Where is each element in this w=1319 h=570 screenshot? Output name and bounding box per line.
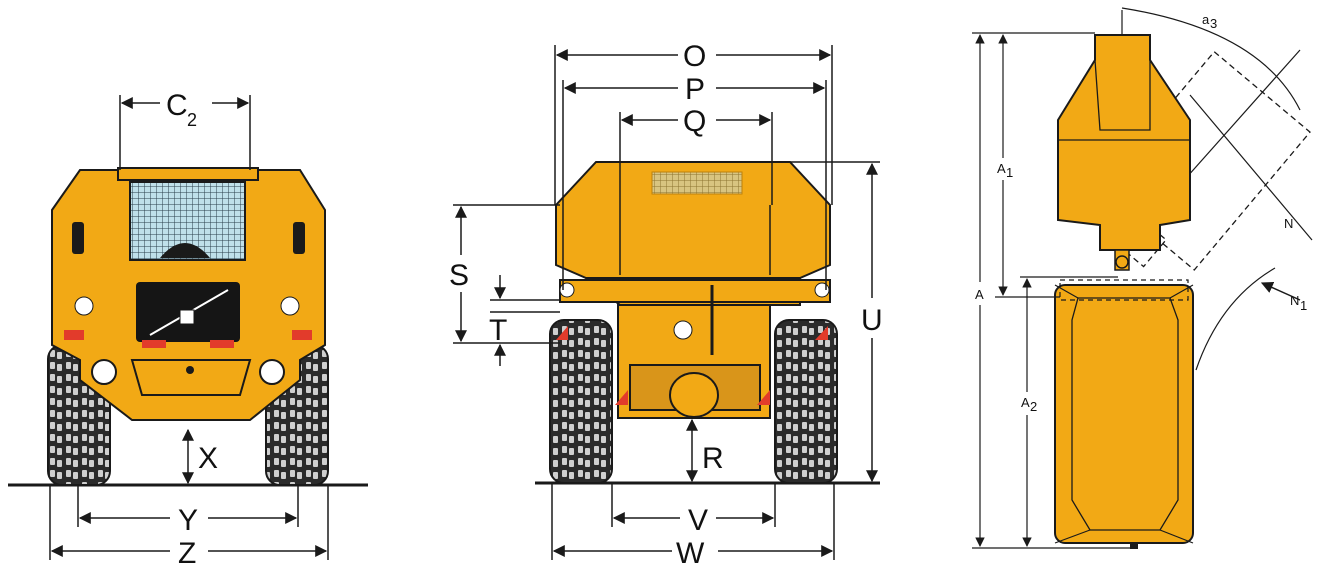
- dim-label-a2: A: [1021, 395, 1030, 410]
- dim-label-x: X: [198, 442, 218, 475]
- dim-label-z: Z: [178, 537, 196, 570]
- rear-view: O P Q S T U R V: [449, 40, 883, 570]
- dim-label-o: O: [683, 40, 706, 73]
- top-view: A A 1 A 2 a 3 N N 1: [972, 7, 1313, 549]
- rear-left-tire: [549, 319, 613, 484]
- top-turn-arc-outer: [1121, 7, 1301, 111]
- front-right-headlight: [259, 359, 285, 385]
- dim-label-n1: N: [1290, 293, 1299, 308]
- dim-label-n: N: [1284, 216, 1293, 231]
- dim-label-a1: A: [997, 161, 1006, 176]
- top-front-unit: [1057, 34, 1191, 251]
- dim-label-a1-sub: 1: [1006, 165, 1013, 180]
- front-left-headlight: [91, 359, 117, 385]
- top-turn-arc-lower: [1195, 267, 1276, 371]
- front-seat-silhouette: [160, 243, 210, 258]
- dim-label-c2-sub: 2: [187, 110, 197, 130]
- front-left-mirror: [72, 222, 84, 254]
- front-right-upper-light: [280, 296, 300, 316]
- front-cab-roof: [117, 167, 259, 181]
- dim-label-v: V: [688, 504, 708, 537]
- dim-label-q: Q: [683, 105, 706, 138]
- front-left-upper-light: [74, 296, 94, 316]
- rear-right-tire: [774, 319, 838, 484]
- front-right-mirror: [293, 222, 305, 254]
- dim-label-s: S: [449, 259, 469, 292]
- top-articulation-joint: [1115, 255, 1129, 269]
- dim-label-c2: C: [166, 89, 188, 122]
- dim-label-p: P: [685, 73, 705, 106]
- dim-label-a2-sub: 2: [1030, 399, 1037, 414]
- dim-label-a: A: [975, 287, 984, 302]
- dim-label-r: R: [702, 442, 724, 475]
- dim-label-w: W: [676, 537, 705, 570]
- dim-label-t: T: [489, 314, 507, 347]
- dim-label-a3: a: [1202, 12, 1210, 27]
- rear-body-vent: [651, 171, 743, 195]
- front-view: C 2 X Y Z: [8, 89, 368, 570]
- dim-label-a3-sub: 3: [1210, 16, 1217, 31]
- dim-label-y: Y: [178, 504, 198, 537]
- dim-label-u: U: [861, 304, 883, 337]
- dim-label-n1-sub: 1: [1300, 298, 1307, 313]
- top-rear-dump-body: [1054, 284, 1194, 544]
